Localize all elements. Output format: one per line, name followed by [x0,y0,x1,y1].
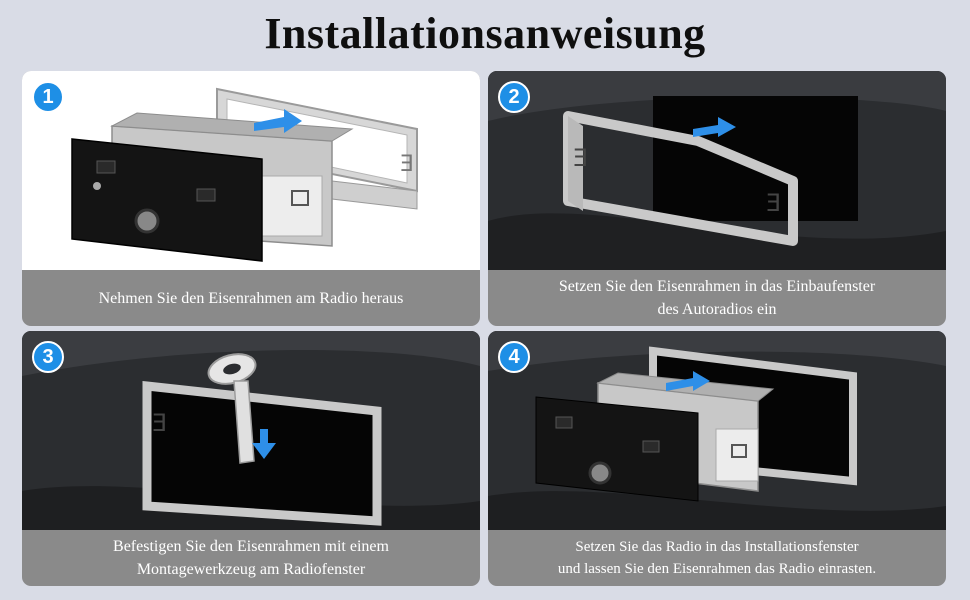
step-4-panel: 4 Setzen Sie das Radio in das Installati… [488,331,946,586]
step-2-panel: Ǝ Ǝ 2 Setzen Sie den Eisenrahmen in das … [488,71,946,326]
svg-text:Ǝ: Ǝ [152,409,167,437]
step-3-illustration: Ǝ [22,331,480,530]
svg-text:Ǝ: Ǝ [400,152,414,177]
step-3-panel: Ǝ 3 Befestigen Sie den Eisenrahmen mit e… [22,331,480,586]
step-4-number-badge: 4 [498,341,530,373]
step-3-caption-line-1: Befestigen Sie den Eisenrahmen mit einem [113,538,389,555]
step-2-number-badge: 2 [498,81,530,113]
step-2-illustration: Ǝ Ǝ [488,71,946,270]
svg-text:Ǝ: Ǝ [766,189,781,217]
step-2-caption-line-2: des Autoradios ein [657,301,777,318]
svg-text:Ǝ: Ǝ [573,144,588,172]
step-2-caption: Setzen Sie den Eisenrahmen in das Einbau… [488,270,946,326]
step-3-caption-line-2: Montagewerkzeug am Radiofenster [136,561,366,578]
step-3-caption: Befestigen Sie den Eisenrahmen mit einem… [22,530,480,586]
page-title: Installationsanweisung [264,9,706,58]
step-1-panel: Ǝ 1 Nehmen Sie den Eisenrahmen am Radio … [22,71,480,326]
step-4-illustration [488,331,946,530]
step-4-caption-line-1: Setzen Sie das Radio in das Installation… [575,539,859,555]
step-4-caption-line-2: und lassen Sie den Eisenrahmen das Radio… [557,561,877,577]
step-1-caption-line: Nehmen Sie den Eisenrahmen am Radio hera… [98,289,404,307]
step-4-caption: Setzen Sie das Radio in das Installation… [488,530,946,586]
step-1-caption: Nehmen Sie den Eisenrahmen am Radio hera… [22,270,480,326]
step-1-illustration: Ǝ [22,71,480,270]
step-1-number-badge: 1 [32,81,64,113]
step-2-caption-line-1: Setzen Sie den Eisenrahmen in das Einbau… [558,278,876,295]
step-3-number-badge: 3 [32,341,64,373]
